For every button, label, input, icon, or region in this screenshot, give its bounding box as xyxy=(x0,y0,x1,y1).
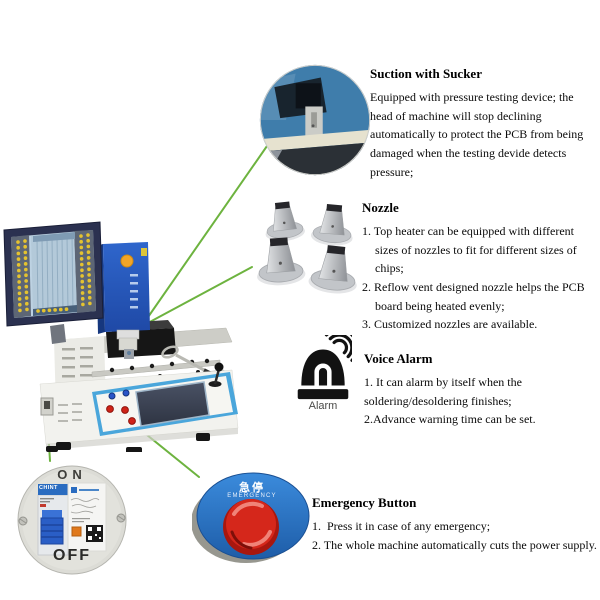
nozzle-4 xyxy=(308,245,357,294)
nozzle-item: 3. Customized nozzles are available. xyxy=(362,317,538,332)
nozzle-title: Nozzle xyxy=(362,200,399,215)
voice-alarm-item: 2.Advance warning time can be set. xyxy=(364,412,536,427)
emergency-label-en: EMERGENCY xyxy=(227,493,277,499)
emergency-label-cn: 急停 xyxy=(239,482,265,494)
circuit-breaker xyxy=(37,482,107,556)
control-panel xyxy=(92,362,238,436)
power-breaker-photo xyxy=(17,465,127,575)
callout-line-nozzle xyxy=(145,266,253,325)
emergency-item: 2. The whole machine automatically cuts … xyxy=(312,537,597,552)
nozzle-item: 1. Top heater can be equipped with diffe… xyxy=(362,224,580,276)
breaker-qr-code xyxy=(86,525,103,542)
breaker-brand: CHINT xyxy=(39,485,58,491)
sucker-head xyxy=(295,83,321,109)
alarm-icon xyxy=(297,335,352,400)
section-nozzle: Nozzle 1. Top heater can be equipped wit… xyxy=(362,198,599,334)
tower-sticker xyxy=(141,248,147,256)
suction-body: Equipped with pressure testing device; t… xyxy=(370,90,587,179)
emergency-button-photo xyxy=(192,472,310,563)
section-voice-alarm: Voice Alarm 1. It can alarm by itself wh… xyxy=(364,349,569,429)
alarm-icon-label: Alarm xyxy=(308,400,338,412)
optics-tower xyxy=(96,242,150,334)
emergency-item: 1. Press it in case of any emergency; xyxy=(312,519,491,534)
monitor-stand xyxy=(50,324,66,344)
touchscreen xyxy=(135,381,210,427)
nozzle-3 xyxy=(257,237,306,286)
power-switch xyxy=(40,397,54,416)
section-emergency: Emergency Button 1. Press it in case of … xyxy=(312,493,600,554)
nozzle-1 xyxy=(265,201,305,242)
emergency-red-button xyxy=(223,499,279,555)
monitor xyxy=(3,221,104,344)
sucker-photo xyxy=(259,64,371,176)
callout-line-sucker xyxy=(145,145,268,321)
nozzle-item: 2. Reflow vent designed nozzle helps the… xyxy=(362,279,588,313)
machine-illustration xyxy=(3,221,239,452)
tower-badge xyxy=(120,254,134,268)
breaker-test-button xyxy=(71,526,82,537)
power-on-label: ON xyxy=(57,467,87,482)
machine-feet xyxy=(46,433,210,452)
machine-head xyxy=(116,329,140,359)
breaker-screws xyxy=(18,513,126,526)
section-suction: Suction with Sucker Equipped with pressu… xyxy=(370,64,599,181)
emergency-title: Emergency Button xyxy=(312,495,417,510)
power-off-label: OFF xyxy=(53,547,91,564)
panel-buttons xyxy=(106,389,136,425)
joystick xyxy=(208,362,224,387)
voice-alarm-item: 1. It can alarm by itself when the solde… xyxy=(364,375,525,408)
voice-alarm-title: Voice Alarm xyxy=(364,351,433,366)
nozzle-photo xyxy=(257,201,357,294)
nozzle-2 xyxy=(310,203,353,246)
suction-title: Suction with Sucker xyxy=(370,66,482,81)
